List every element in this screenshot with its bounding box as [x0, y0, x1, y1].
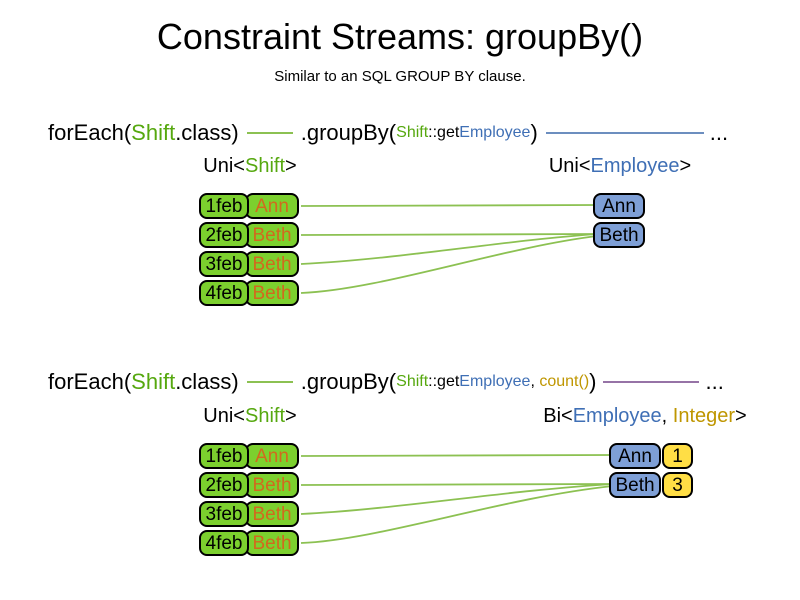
code-arg-separator: ,: [530, 373, 540, 390]
relation-line: [300, 454, 614, 457]
relation-line: [300, 485, 614, 544]
label-uni-employee: Uni<Employee>: [530, 155, 710, 178]
label-pre: Bi<: [543, 405, 573, 427]
code-arg-class: Shift: [396, 124, 429, 141]
shift-row: 2feb Beth: [199, 222, 299, 248]
group-count-box: 1: [662, 443, 693, 469]
label-type: Shift: [244, 405, 286, 427]
label-post: >: [735, 405, 747, 427]
shift-row: 3feb Beth: [199, 251, 299, 277]
label-uni-shift: Uni<Shift>: [175, 155, 325, 178]
group-row: Ann: [593, 193, 645, 219]
group-row: Ann 1: [609, 443, 693, 469]
shift-date-box: 1feb: [199, 443, 249, 469]
label-type: Shift: [244, 155, 286, 177]
shift-row: 1feb Ann: [199, 443, 299, 469]
label-pre: Uni<: [548, 155, 591, 177]
shift-employee-box: Beth: [245, 501, 299, 527]
label-pre: Uni<: [203, 405, 245, 427]
code-arg-count: count(): [539, 373, 590, 390]
group-count-box: 3: [662, 472, 693, 498]
code-groupby-open: .groupBy(: [300, 120, 397, 145]
group-employee-box: Beth: [593, 222, 645, 248]
shift-employee-box: Ann: [245, 193, 299, 219]
shift-employee-box: Beth: [245, 222, 299, 248]
shift-employee-box: Beth: [245, 251, 299, 277]
label-post: >: [285, 405, 297, 427]
group-employee-box: Ann: [593, 193, 645, 219]
relation-line: [300, 204, 598, 207]
code-groupby-arg: Shift::getEmployee: [396, 124, 530, 142]
label-separator: ,: [661, 405, 673, 427]
label-bi-employee-integer: Bi<Employee, Integer>: [495, 405, 795, 428]
code-foreach-close: .class): [175, 120, 239, 145]
code-ellipsis: ...: [709, 120, 729, 145]
code-ellipsis: ...: [705, 369, 724, 394]
group-employee-box: Ann: [609, 443, 661, 469]
shift-employee-box: Beth: [245, 280, 299, 306]
shift-row: 1feb Ann: [199, 193, 299, 219]
relation-line: [300, 233, 598, 236]
page-subtitle: Similar to an SQL GROUP BY clause.: [274, 68, 526, 85]
code-foreach-open: forEach(: [48, 120, 132, 145]
relation-line: [300, 483, 614, 515]
shift-date-box: 2feb: [199, 222, 249, 248]
label-pre: Uni<: [203, 155, 245, 177]
label-type: Employee: [572, 405, 662, 427]
shift-table-2: 1feb Ann 2feb Beth 3feb Beth 4feb Beth: [199, 443, 299, 559]
shift-date-box: 3feb: [199, 501, 249, 527]
shift-row: 3feb Beth: [199, 501, 299, 527]
code-line-2: forEach(Shift.class) .groupBy( Shift::ge…: [48, 367, 724, 397]
label-type: Employee: [590, 155, 680, 177]
shift-employee-box: Beth: [245, 472, 299, 498]
shift-employee-box: Ann: [245, 443, 299, 469]
code-foreach-close: .class): [175, 369, 239, 394]
shift-row: 2feb Beth: [199, 472, 299, 498]
code-arg-accessor: ::get: [428, 124, 460, 141]
relation-line: [300, 235, 598, 294]
shift-date-box: 2feb: [199, 472, 249, 498]
shift-row: 4feb Beth: [199, 280, 299, 306]
code-arg-class: Shift: [396, 373, 429, 390]
code-arg-type: Employee: [459, 124, 531, 141]
relation-line: [300, 483, 614, 486]
group-row: Beth 3: [609, 472, 693, 498]
code-groupby-open: .groupBy(: [300, 369, 397, 394]
group-stack-2: Ann 1 Beth 3: [609, 443, 693, 501]
code-close-paren: ): [530, 120, 538, 145]
green-connector-line: [246, 132, 293, 134]
label-post: >: [679, 155, 692, 177]
shift-date-box: 4feb: [199, 280, 249, 306]
code-arg-accessor: ::get: [428, 373, 460, 390]
code-line-1: forEach(Shift.class) .groupBy( Shift::ge…: [48, 118, 728, 148]
code-groupby-arg: Shift::getEmployee, count(): [396, 373, 589, 391]
code-arg-type: Employee: [459, 373, 531, 390]
label-type-2: Integer: [672, 405, 736, 427]
group-employee-box: Beth: [609, 472, 661, 498]
shift-date-box: 1feb: [199, 193, 249, 219]
shift-date-box: 4feb: [199, 530, 249, 556]
shift-row: 4feb Beth: [199, 530, 299, 556]
purple-connector-line: [603, 381, 700, 383]
shift-employee-box: Beth: [245, 530, 299, 556]
page-title: Constraint Streams: groupBy(): [156, 16, 644, 57]
code-foreach-open: forEach(: [48, 369, 132, 394]
shift-date-box: 3feb: [199, 251, 249, 277]
code-foreach-type: Shift: [131, 369, 176, 394]
blue-connector-line: [545, 132, 704, 134]
group-row: Beth: [593, 222, 645, 248]
green-connector-line: [246, 381, 293, 383]
group-stack-1: Ann Beth: [593, 193, 645, 251]
code-foreach-type: Shift: [131, 120, 176, 145]
shift-table-1: 1feb Ann 2feb Beth 3feb Beth 4feb Beth: [199, 193, 299, 309]
label-post: >: [285, 155, 297, 177]
code-close-paren: ): [589, 369, 597, 394]
label-uni-shift: Uni<Shift>: [175, 405, 325, 428]
relation-line: [300, 233, 598, 265]
